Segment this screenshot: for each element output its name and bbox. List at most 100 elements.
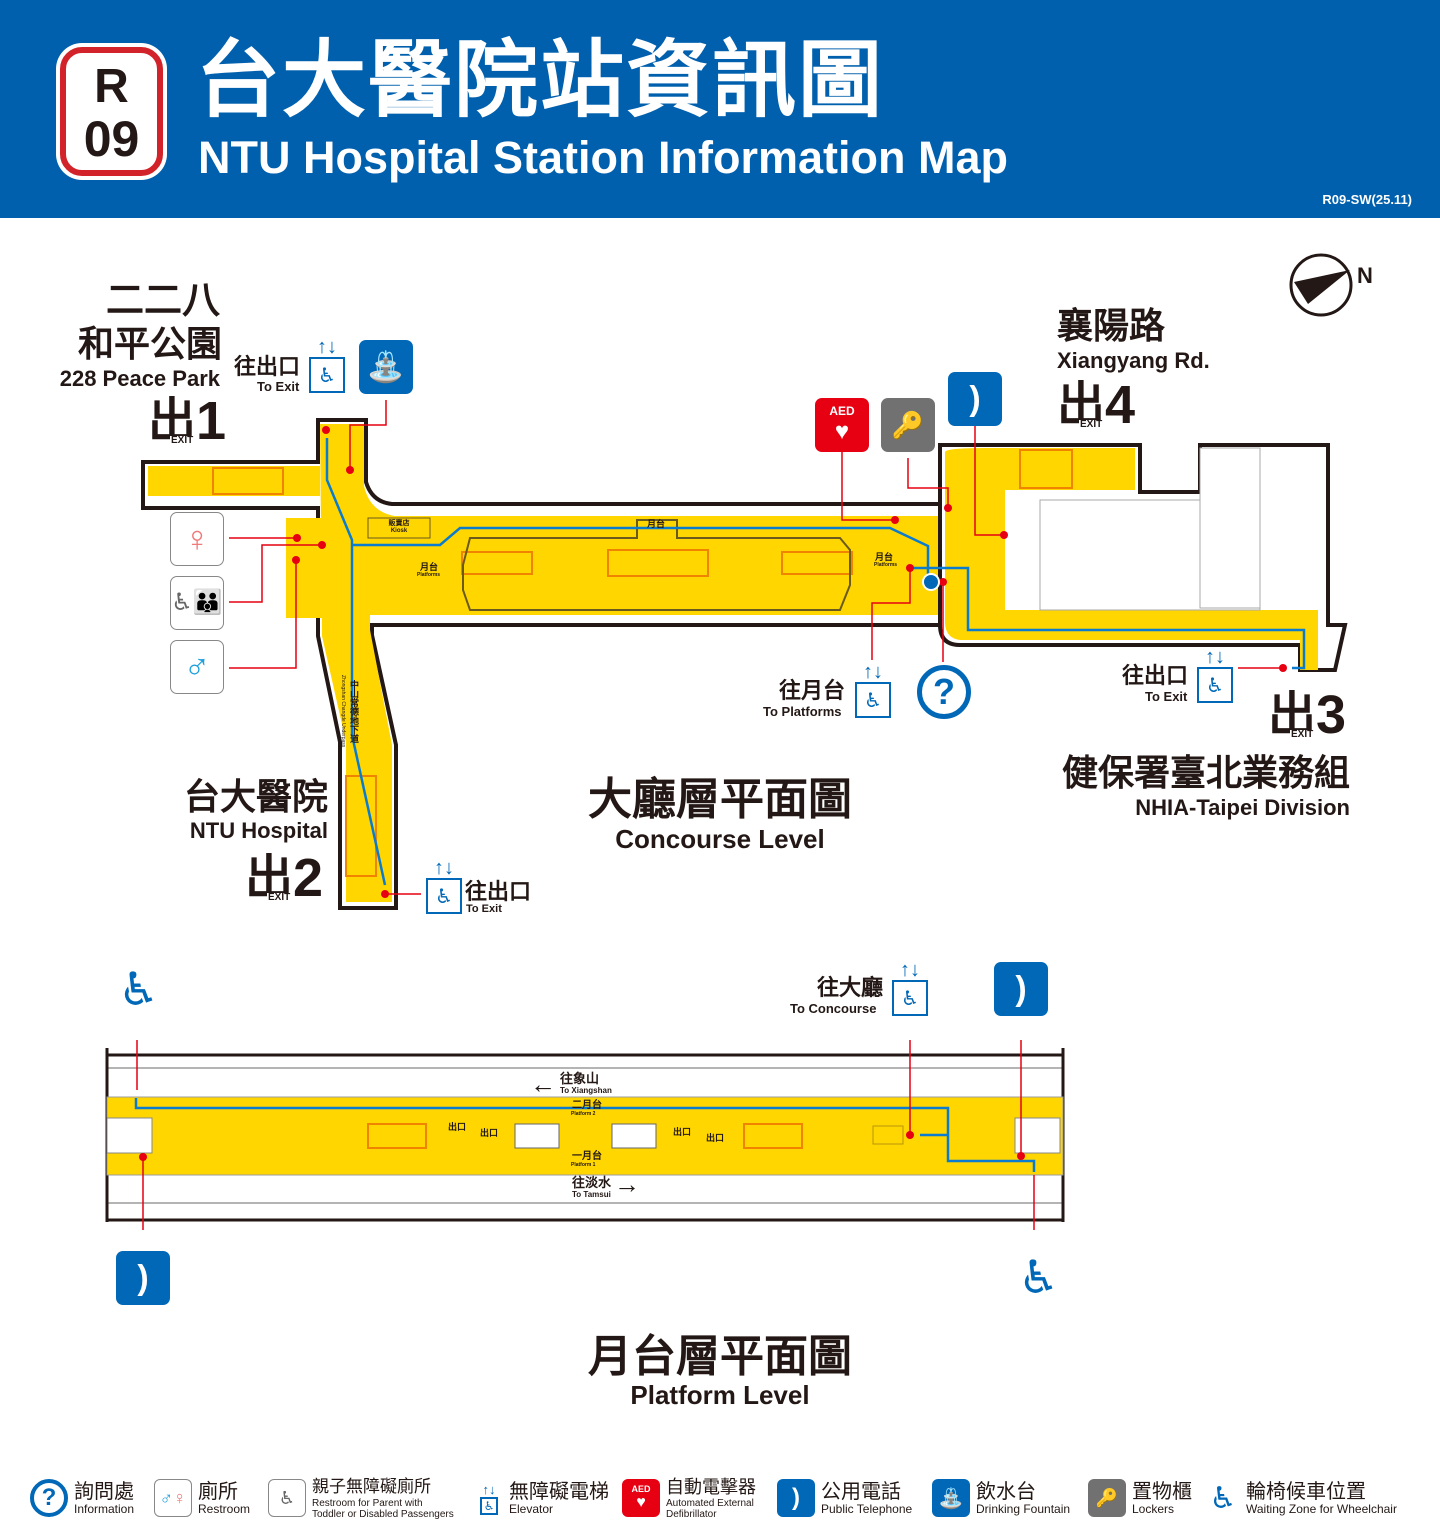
telephone-icon: ) [948,372,1002,426]
to-exit-en: To Exit [466,903,502,915]
exit2-dest-zh: 台大醫院 [183,776,328,817]
to-exit-zh: 往出口 [234,354,301,379]
to-platforms-en: To Platforms [763,704,842,719]
female-restroom-icon: ♀ [170,512,224,566]
wheelchair-icon: ♿ [1209,1481,1237,1515]
compass-label: N [1357,263,1373,288]
platform2-zh: 二月台 [572,1100,602,1111]
header-banner: R 09 台大醫院站資訊圖 NTU Hospital Station Infor… [0,0,1440,218]
concourse-title-zh: 大廳層平面圖 [588,775,852,824]
family-restroom-icon: ♿ [268,1479,306,1517]
to-concourse-en: To Concourse [790,1001,877,1016]
platform-exit-label: 出口 [673,1127,692,1137]
elevator-icon: ↑↓♿ [475,1479,503,1517]
info-desk-icon [922,573,940,591]
east-walkway [945,448,1318,670]
to-exit-en: To Exit [257,379,300,394]
arrow-right-icon: → [614,1169,640,1199]
to-exit-zh: 往出口 [1122,663,1189,688]
compass-north-arrow-icon [1289,253,1353,317]
dir-down-en: To Tamsui [572,1190,611,1199]
exit1-dest-en: 228 Peace Park [59,366,220,391]
exit-number: 3 [1316,685,1347,745]
accessible-route [325,438,1306,886]
to-concourse-zh: 往大廳 [817,975,884,1000]
family-restroom-icon: ♿👪 [170,576,224,630]
platform-label-east-en: Platforms [874,562,898,568]
dir-up-en: To Xiangshan [560,1086,612,1095]
drinking-fountain-icon: ⛲ [932,1479,970,1517]
platform-label-west: 月台 [420,562,439,572]
dir-down-zh: 往淡水 [572,1175,612,1190]
wheelchair-icon: ♿ [118,963,160,1015]
aed-icon: AED♥ [815,398,869,452]
telephone-icon: ) [777,1479,815,1517]
telephone-icon: ) [994,962,1048,1016]
page-title-en: NTU Hospital Station Information Map [198,132,1008,183]
kiosk-zh: 販賣店 [388,520,410,527]
exit3-dest-zh: 健保署臺北業務組 [1061,752,1350,793]
male-restroom-icon: ♂ [170,640,224,694]
stairs-east [1014,1117,1061,1154]
aed-icon: AED♥ [622,1479,660,1517]
platform-title-en: Platform Level [630,1380,810,1410]
line-letter: R [94,60,129,113]
exit4-dest-zh: 襄陽路 [1057,305,1166,346]
platform2-en: Platform 2 [571,1111,596,1117]
to-exit-en: To Exit [1145,689,1188,704]
stairs-west [106,1117,153,1154]
island-platform [106,1096,1064,1176]
to-platforms-zh: 往月台 [779,678,846,703]
platform-exit-label: 出口 [448,1122,467,1132]
elevator-icon: ↑↓♿ [1197,647,1233,704]
exit3-dest-en: NHIA-Taipei Division [1135,795,1350,820]
information-icon: ? [30,1479,68,1517]
leader-lines [229,400,1283,895]
exit1-dest-zh-1: 二二八 [105,280,220,322]
dir-up-zh: 往象山 [560,1071,600,1086]
platform-label-center: 月台 [647,519,666,529]
platform-title-zh: 月台層平面圖 [588,1332,852,1381]
station-number: 09 [83,111,140,167]
information-icon: ? [917,665,971,719]
platform1-en: Platform 1 [571,1162,596,1168]
platform1-zh: 一月台 [572,1151,602,1162]
elevator-icon: ↑↓♿ [892,960,928,1017]
platform-label-east: 月台 [875,552,894,562]
exit2-dest-en: NTU Hospital [189,818,328,843]
arrow-left-icon: ← [530,1069,556,1099]
page-title-zh: 台大醫院站資訊圖 [196,33,885,127]
underpass-label-en: Zhongshan Changde Underpass [340,675,346,748]
exit4-dest-en: Xiangyang Rd. [1057,348,1210,373]
kiosk-en: Kiosk [390,528,408,534]
platform-exit-label: 出口 [706,1133,725,1143]
exit-number: 1 [196,391,227,451]
map-code: R09-SW(25.11) [1322,192,1412,207]
lockers-icon: 🔑 [1088,1479,1126,1517]
exit1-dest-zh-2: 和平公園 [77,323,222,364]
elevator-icon: ↑↓♿ [309,337,345,394]
kiosk-label: 販賣店 Kiosk [370,520,428,534]
exit1-corridor [148,466,320,496]
exit-number: 2 [293,848,324,908]
telephone-icon: ) [116,1251,170,1305]
platform-floor-plan [105,1040,1065,1230]
